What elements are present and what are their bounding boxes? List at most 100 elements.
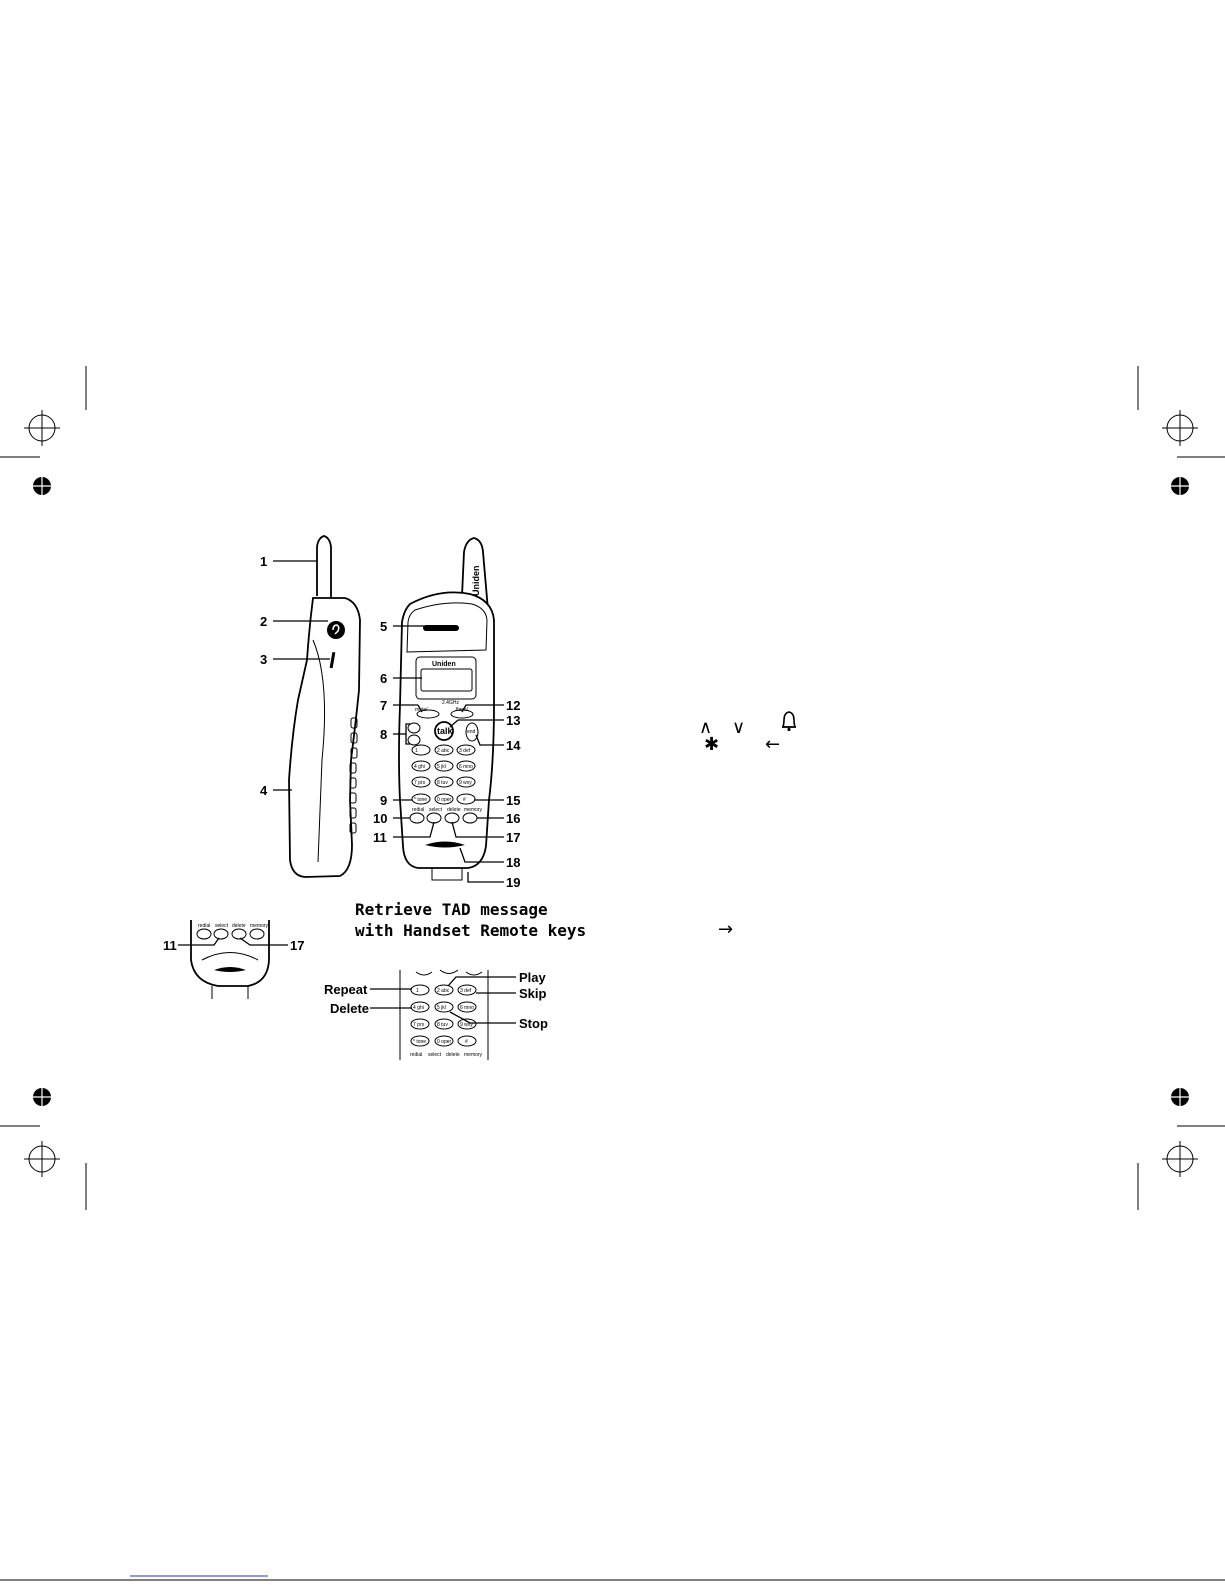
- callout-5: 5: [380, 619, 387, 634]
- registration-dot-top-left: [33, 477, 51, 495]
- talk-label: talk: [437, 726, 454, 736]
- handset-side-view: [288, 535, 361, 878]
- key-4: [411, 760, 431, 772]
- registration-target-top-left: [24, 410, 60, 446]
- svg-text:3 def: 3 def: [459, 748, 471, 754]
- svg-text:1: 1: [416, 988, 419, 994]
- key-6: [456, 760, 476, 772]
- svg-text:* tone: * tone: [414, 797, 427, 803]
- callout-18: 18: [506, 855, 520, 870]
- svg-text:delete: delete: [446, 1052, 460, 1058]
- back-arrow-icon: ←: [765, 734, 780, 755]
- svg-text:memory: memory: [464, 1052, 483, 1058]
- detail-delete-key: [231, 928, 247, 940]
- svg-text:select: select: [215, 923, 229, 929]
- svg-text:9 wxy: 9 wxy: [459, 780, 472, 786]
- callout-12: 12: [506, 698, 520, 713]
- earpiece: [423, 625, 459, 631]
- callout-10: 10: [373, 811, 387, 826]
- registration-target-top-right: [1162, 410, 1198, 446]
- star-icon: ✱: [704, 734, 719, 755]
- svg-text:4 ghi: 4 ghi: [413, 1005, 424, 1011]
- callout-7: 7: [380, 698, 387, 713]
- svg-text:0 oper: 0 oper: [437, 797, 452, 803]
- front-brand: Uniden: [432, 661, 456, 668]
- svg-text:3 def: 3 def: [460, 988, 472, 994]
- bell-icon: [781, 711, 797, 732]
- detail-select-key: [213, 928, 229, 940]
- svg-text:7 prs: 7 prs: [414, 780, 426, 786]
- remote-keypad-detail: 1 2 abc 3 def 4 ghi 5 jkl 6 mno 7 prs 8 …: [324, 969, 548, 1060]
- registration-dot-bottom-right: [1171, 1088, 1189, 1106]
- svg-text:9 wxy: 9 wxy: [460, 1022, 473, 1028]
- callout-6: 6: [380, 671, 387, 686]
- svg-text:6 mno: 6 mno: [460, 1005, 474, 1011]
- handset-bottom-detail: redial select delete memory 11 17: [163, 920, 304, 999]
- svg-text:memory: memory: [464, 807, 483, 813]
- down-arrow-icon: ∨: [732, 717, 745, 738]
- key-star: [411, 793, 431, 805]
- keypad: 1 2 abc 3 def 4 ghi 5 jkl 6 mno 7 prs 8 …: [411, 744, 476, 805]
- remote-label-delete: Delete: [330, 1001, 369, 1016]
- key-hash: [456, 793, 476, 805]
- key-3: [456, 744, 476, 756]
- up-arrow-icon: ∧: [699, 717, 712, 738]
- svg-text:redial: redial: [412, 807, 424, 813]
- svg-text:redial: redial: [198, 923, 210, 929]
- detail-callout-17: 17: [290, 938, 304, 953]
- callout-4: 4: [260, 783, 268, 798]
- key-7: [411, 776, 431, 788]
- callout-8: 8: [380, 727, 387, 742]
- key-1: [411, 744, 431, 756]
- callout-17: 17: [506, 830, 520, 845]
- remote-stop-key: [434, 1001, 454, 1013]
- handset-callout-labels: 1 2 3 4 5 6 7 8 9 10 11 12 13 14 15 16 1…: [260, 554, 521, 890]
- key-2: [434, 744, 454, 756]
- registration-target-bottom-right: [1162, 1141, 1198, 1177]
- remote-label-skip: Skip: [519, 986, 547, 1001]
- caption-line-1: Retrieve TAD message: [355, 900, 548, 919]
- callout-3: 3: [260, 652, 267, 667]
- registration-target-bottom-left: [24, 1141, 60, 1177]
- svg-text:#: #: [463, 797, 466, 803]
- callout-16: 16: [506, 811, 520, 826]
- side-keys: [349, 717, 358, 834]
- key-0: [434, 793, 454, 805]
- remote-label-repeat: Repeat: [324, 982, 368, 997]
- remote-label-stop: Stop: [519, 1016, 548, 1031]
- registration-dot-bottom-left: [33, 1088, 51, 1106]
- callout-2: 2: [260, 614, 267, 629]
- svg-text:4 ghi: 4 ghi: [414, 764, 425, 770]
- caption-line-2: with Handset Remote keys: [355, 921, 586, 940]
- side-indicator: [329, 651, 336, 669]
- remote-skip-key: [457, 984, 477, 996]
- svg-text:select: select: [428, 1052, 442, 1058]
- svg-text:2 abc: 2 abc: [437, 988, 450, 994]
- lcd-screen: [420, 668, 473, 692]
- end-key: [465, 722, 479, 742]
- svg-text:8 tuv: 8 tuv: [437, 1022, 448, 1028]
- svg-text:select: select: [429, 807, 443, 813]
- forward-arrow-icon: →: [718, 919, 733, 940]
- svg-text:delete: delete: [232, 923, 246, 929]
- svg-text:delete: delete: [447, 807, 461, 813]
- detail-callout-11: 11: [163, 938, 177, 953]
- key-8: [434, 776, 454, 788]
- remote-keys-caption: Retrieve TAD message with Handset Remote…: [355, 900, 586, 940]
- svg-text:redial: redial: [410, 1052, 422, 1058]
- key-symbols: ∧ ∨ ✱ ← →: [699, 711, 797, 940]
- side-body: [288, 597, 361, 878]
- callout-15: 15: [506, 793, 520, 808]
- svg-text:7 prs: 7 prs: [413, 1022, 425, 1028]
- crop-marks: [0, 366, 1225, 1210]
- remote-play-key: [434, 984, 454, 996]
- callout-14: 14: [506, 738, 521, 753]
- side-beltclip-button: [327, 621, 345, 639]
- svg-text:memory: memory: [250, 923, 269, 929]
- callout-1: 1: [260, 554, 267, 569]
- handset-front-view: Uniden Uniden 2.4GHz mute/ flash/ talk e…: [398, 537, 495, 881]
- svg-text:2 abc: 2 abc: [437, 748, 450, 754]
- callout-11: 11: [373, 830, 387, 845]
- microphone: [425, 841, 465, 848]
